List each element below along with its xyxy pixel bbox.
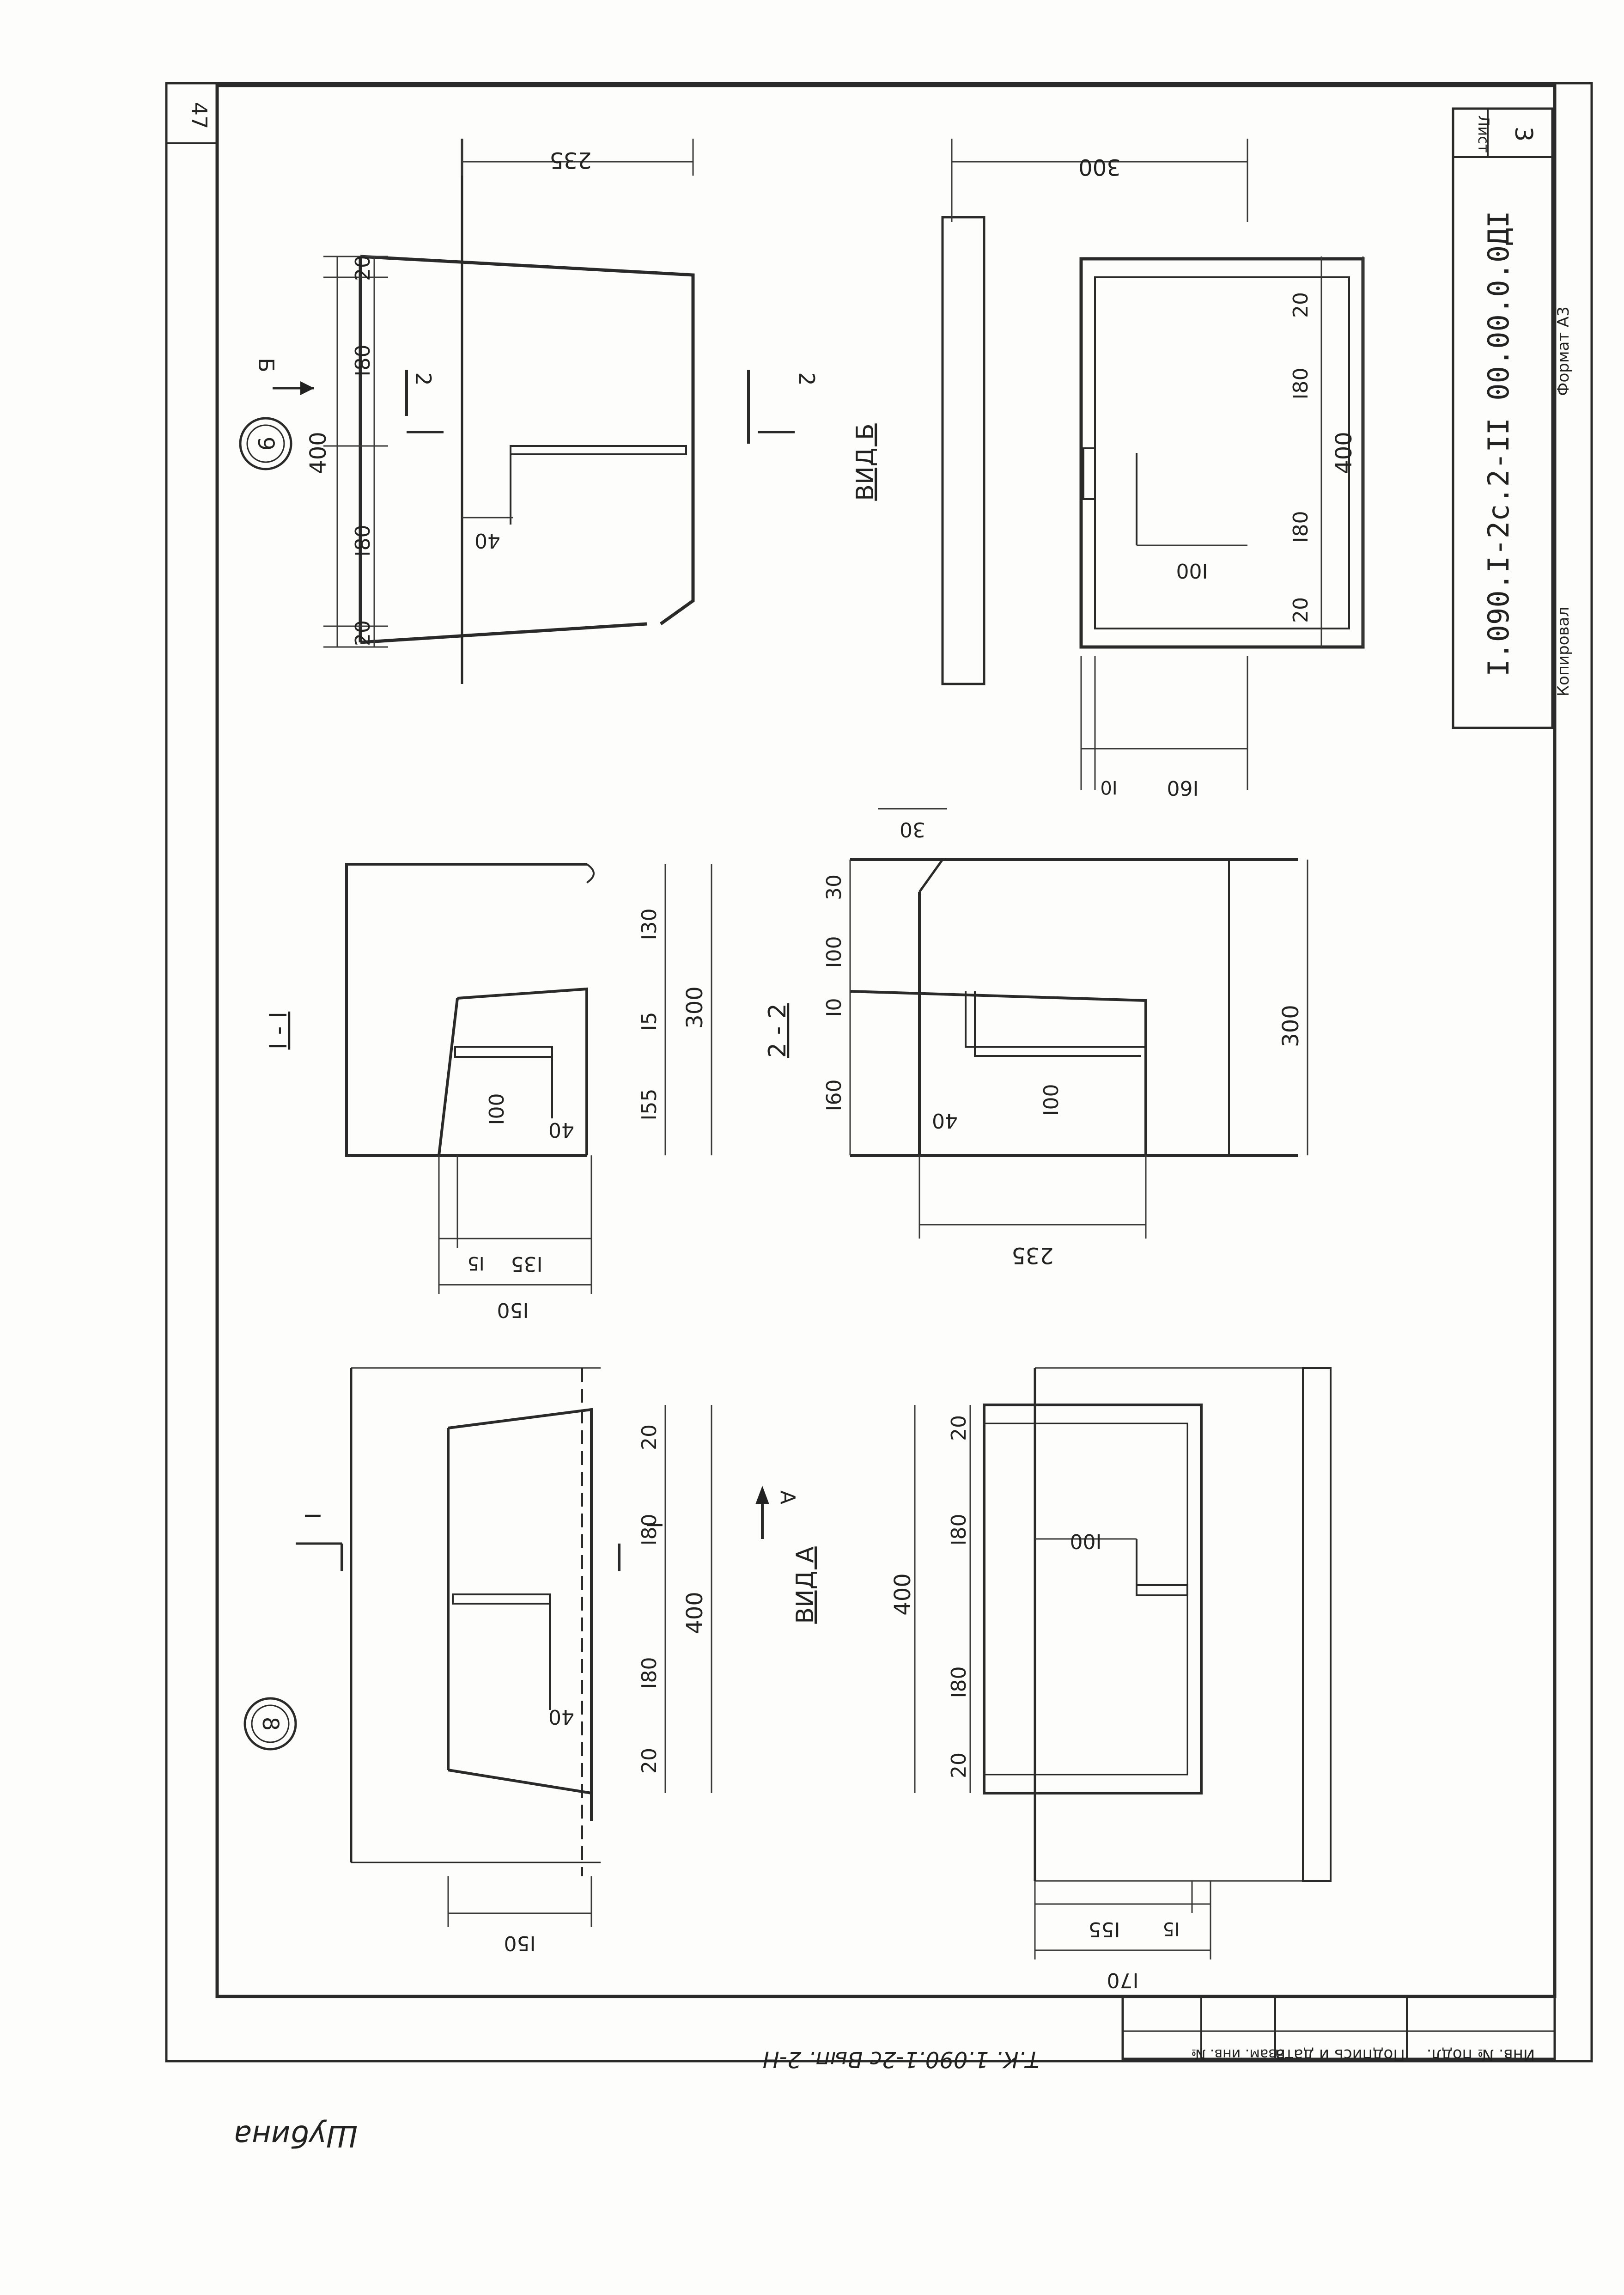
- v8-b: I80: [638, 1514, 661, 1546]
- cut-1-upper: I: [300, 1513, 325, 1519]
- v9-depth: 235: [549, 147, 592, 173]
- va-s2: I5: [1162, 1918, 1180, 1939]
- vb-d: 20: [1289, 597, 1313, 623]
- v9-c: I80: [351, 525, 375, 557]
- s2-total: 300: [1278, 1005, 1304, 1047]
- view-9: 9 Б 400 20 I80 I80 20 235 40: [239, 139, 819, 684]
- vb-s2: I60: [1167, 776, 1199, 800]
- arrow-a-label: А: [776, 1490, 799, 1504]
- va-bar: [1136, 1584, 1188, 1596]
- vb-s1: I0: [1100, 776, 1117, 798]
- s2-b: I00: [822, 936, 846, 968]
- stamp-inv-podl: Инв. № подл.: [1427, 2045, 1535, 2064]
- va-c: I80: [947, 1666, 971, 1698]
- va-hook: I00: [1070, 1529, 1102, 1553]
- vid-b-title: ВИД Б: [852, 423, 879, 501]
- vb-a: 20: [1289, 292, 1313, 318]
- s1-bot-total: I50: [497, 1298, 529, 1322]
- v9-total: 400: [305, 432, 331, 474]
- s2-c: I0: [822, 998, 846, 1017]
- v8-bottom: I50: [504, 1931, 536, 1955]
- s2-hook: 40: [932, 1109, 958, 1132]
- va-d: 20: [947, 1752, 971, 1778]
- view8-outline: [448, 1408, 593, 1821]
- sheet-inner-frame: [215, 84, 1557, 1998]
- cut-1-lower: I: [642, 1522, 667, 1528]
- vb-wall: [941, 216, 985, 685]
- s1-bar: [454, 1046, 553, 1058]
- section-1-1: I - I 300 I30 I5 I55 I00 40 I5 I35 I50: [265, 863, 712, 1322]
- s1-a: I30: [638, 909, 661, 940]
- section-1-title: I - I: [265, 1012, 292, 1050]
- view9-outline: [360, 255, 695, 625]
- vb-top: 300: [1078, 154, 1121, 180]
- title-block: [1452, 107, 1554, 729]
- section-2-title: 2 - 2: [764, 1003, 791, 1058]
- stamp-strip: [1121, 1995, 1556, 2060]
- view-b: ВИД Б 300 400 20 I80 I80 20 I00 I0 I60: [852, 139, 1365, 800]
- s1-bot2: I35: [511, 1252, 543, 1276]
- s1-hook-len: I00: [485, 1093, 509, 1125]
- mark-9-circle: [239, 417, 292, 470]
- view8-bar: [452, 1593, 551, 1605]
- va-s1: I55: [1089, 1917, 1120, 1941]
- s1-hook: 40: [548, 1118, 574, 1141]
- s2-bar: [965, 991, 1146, 1048]
- stamp-podpis: Подпись и дата: [1275, 2045, 1405, 2064]
- section-2-2: 2 - 2 30 I00 I0 I60 300 30 40 I00 235: [764, 808, 1308, 1268]
- s1-c: I55: [638, 1089, 661, 1121]
- sheet-outer-frame: [165, 82, 1593, 2063]
- va-total: 400: [890, 1573, 916, 1616]
- vb-b: I80: [1289, 368, 1313, 400]
- vid-a-title: ВИД А: [791, 1546, 819, 1624]
- v8-total: 400: [682, 1592, 708, 1634]
- mark-8: 8: [257, 1717, 283, 1731]
- va-a: 20: [947, 1415, 971, 1441]
- v8-c: I80: [638, 1657, 661, 1689]
- arrow-b-label: Б: [254, 358, 279, 372]
- s2-a: 30: [822, 874, 846, 900]
- vb-total: 400: [1331, 432, 1357, 474]
- mark-8-circle: [243, 1697, 297, 1751]
- sheet-number: 3: [1509, 126, 1537, 141]
- format-label: Формат А3: [1554, 306, 1573, 396]
- s2-top: 30: [900, 818, 925, 841]
- vb-hook: I00: [1176, 559, 1208, 582]
- va-plate: [983, 1404, 1203, 1794]
- va-bottom: I70: [1107, 1968, 1139, 1992]
- cut-2-upper: 2: [411, 372, 436, 385]
- s1-total: 300: [682, 986, 708, 1029]
- va-wall: [1302, 1367, 1332, 1882]
- v8-d: 20: [638, 1748, 661, 1774]
- kopiroval-label: Копировал: [1554, 607, 1573, 696]
- s2-d: I60: [822, 1080, 846, 1111]
- v8-hook: 40: [548, 1705, 574, 1728]
- s1-b: I5: [638, 1012, 661, 1031]
- v9-hook: 40: [474, 529, 500, 552]
- sheet-label: Лист: [1475, 115, 1492, 153]
- cut-2-lower: 2: [794, 372, 819, 385]
- view-a: ВИД А I00 400 20 I80 I80 20 I55 I5 I70: [791, 1367, 1332, 1992]
- page-number: 47: [187, 102, 212, 129]
- s1-profile: [457, 987, 588, 1155]
- vb-bar-stub: [1083, 447, 1096, 500]
- view9-bar: [510, 445, 687, 455]
- s2-bottom: 235: [1011, 1242, 1054, 1268]
- v9-b: I80: [351, 345, 375, 377]
- view-8: 8 I I А 400 20 I80 I80 20 40 I50: [243, 1367, 799, 1955]
- mark-9: 9: [253, 437, 279, 451]
- va-b: I80: [947, 1514, 971, 1546]
- vb-c: I80: [1289, 511, 1313, 543]
- v9-a: 20: [351, 255, 375, 281]
- v9-d: 20: [351, 620, 375, 646]
- signature: Шубина: [234, 2118, 358, 2153]
- s2-hook-len: I00: [1040, 1084, 1063, 1116]
- stamp-vzam: Взам. инв. №: [1191, 2046, 1285, 2062]
- doc-code: I.090.I-2с.2-II 00.00.0.0ДI: [1482, 211, 1515, 677]
- v8-a: 20: [638, 1424, 661, 1450]
- s2-profile: [850, 990, 1147, 1155]
- s1-bot1: I5: [467, 1252, 484, 1274]
- series-note: Т.К. 1.090.1-2с Вып. 2-Н: [763, 2046, 1040, 2072]
